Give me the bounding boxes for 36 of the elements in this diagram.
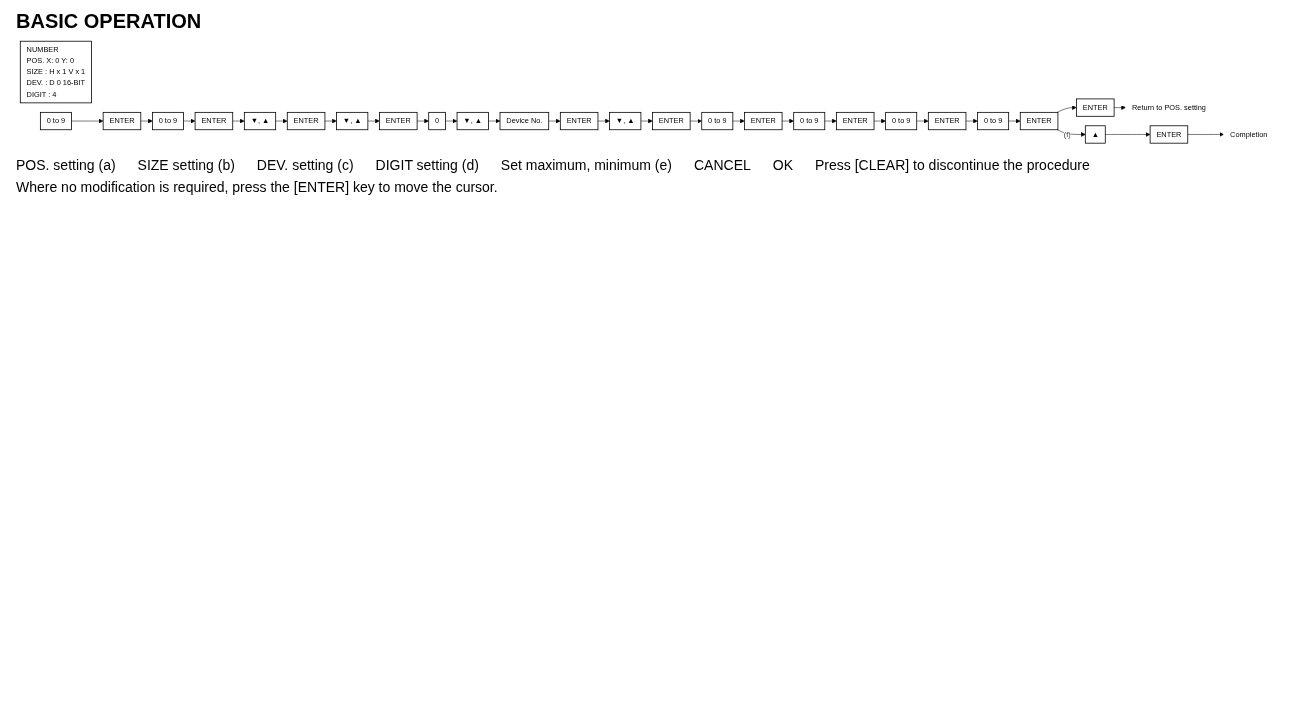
node-box xyxy=(379,111,418,131)
note-text: OK xyxy=(772,157,793,174)
node-box xyxy=(652,111,691,131)
node-box xyxy=(152,111,184,131)
node-box xyxy=(701,111,734,131)
node-box xyxy=(1149,125,1189,144)
node-box xyxy=(1084,125,1106,144)
node-box xyxy=(885,111,918,131)
note-text: DIGIT setting (d) xyxy=(375,157,479,174)
node-box xyxy=(559,111,599,131)
node-box xyxy=(194,111,234,131)
node-box xyxy=(977,111,1010,131)
node-box xyxy=(19,40,92,104)
node-box xyxy=(286,111,326,131)
note-text: POS. setting (a) xyxy=(16,157,116,174)
node-box xyxy=(836,111,875,131)
node-box xyxy=(927,111,967,131)
note-text: Press [CLEAR] to discontinue the procedure xyxy=(815,157,1090,174)
node-box xyxy=(499,111,550,131)
node-box xyxy=(428,111,446,131)
node-box xyxy=(39,111,72,131)
diagram-title: BASIC OPERATION xyxy=(16,10,203,33)
node-box xyxy=(609,111,642,131)
note-text: Where no modification is required, press the [ENTER] key to move the cursor. xyxy=(16,179,498,196)
note-text: CANCEL xyxy=(693,157,751,174)
node-box xyxy=(1076,98,1115,117)
node-box xyxy=(744,111,783,131)
node-box xyxy=(102,111,142,131)
node-box xyxy=(456,111,489,131)
note-text: SIZE setting (b) xyxy=(137,157,235,174)
node-box xyxy=(1019,111,1059,131)
node-box xyxy=(243,111,277,131)
node-box xyxy=(793,111,826,131)
node-box xyxy=(336,111,369,131)
note-text: Set maximum, minimum (e) xyxy=(500,157,672,174)
note-text: DEV. setting (c) xyxy=(256,157,354,174)
